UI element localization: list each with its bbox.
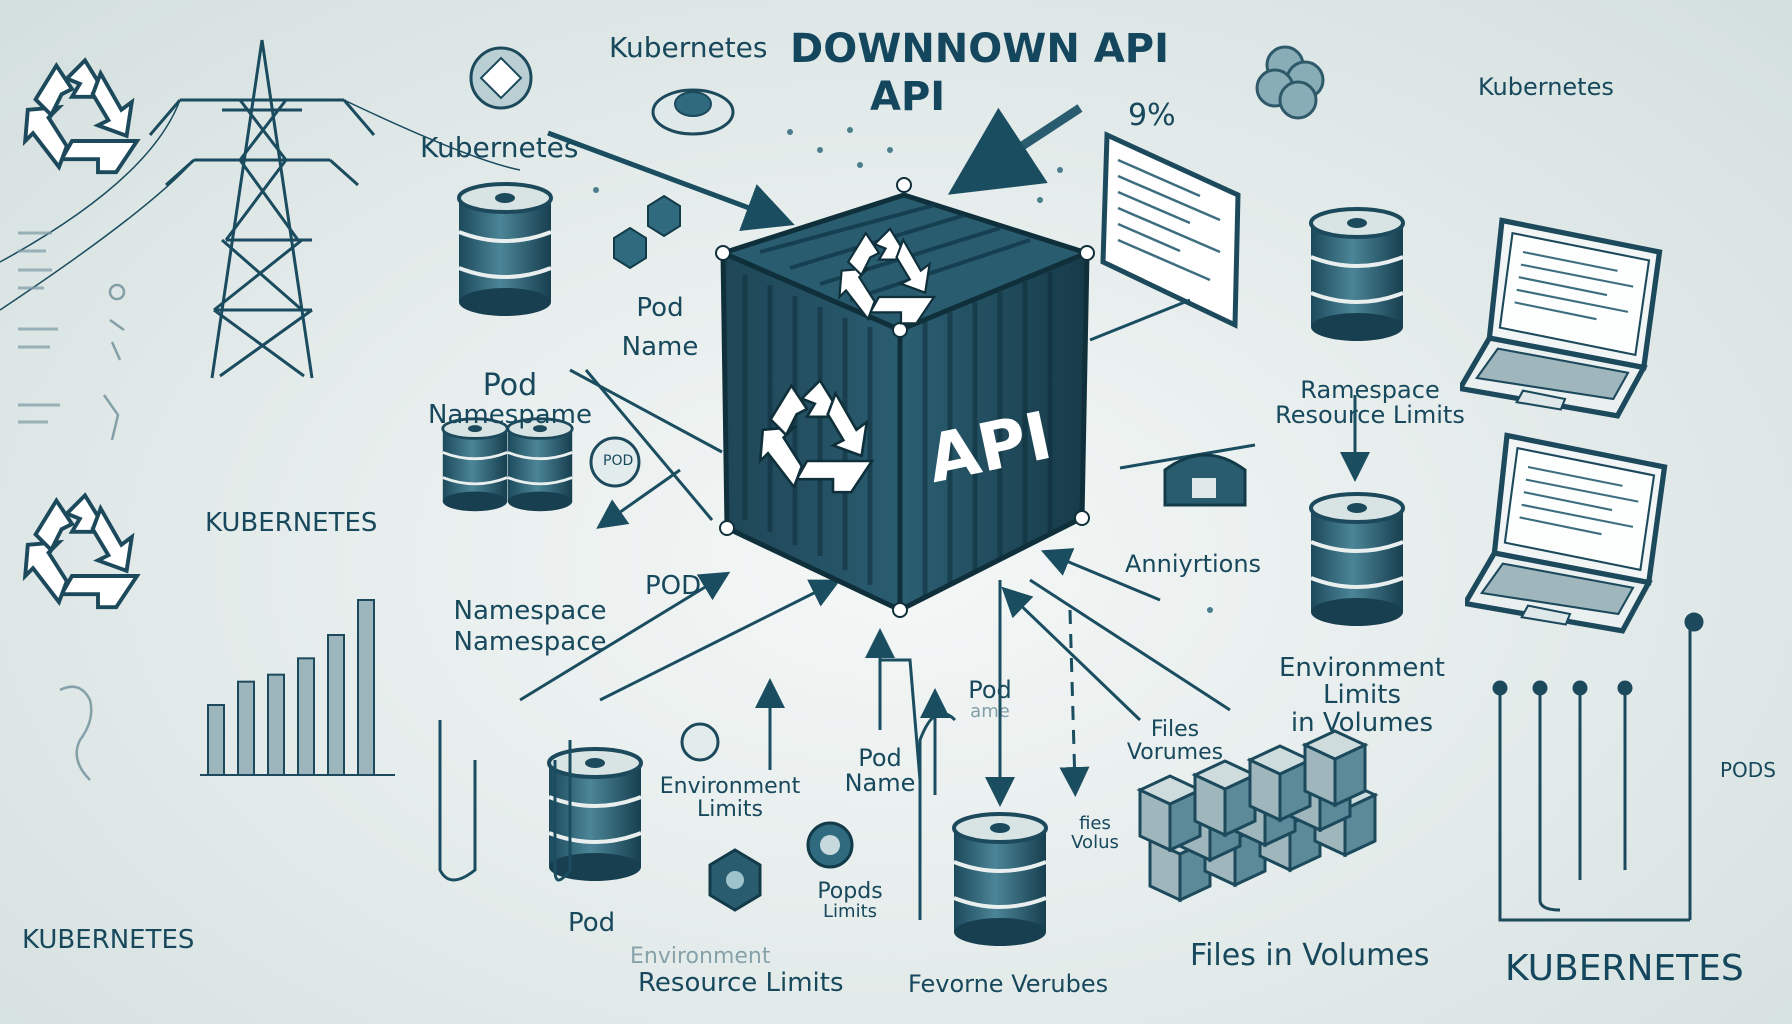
recycle-icon-bottom-left [23, 493, 139, 610]
small-figures-left [59, 283, 126, 781]
pod-bottom-label: Pod [568, 908, 616, 938]
title-main: DOWNNOWN API [790, 26, 1169, 72]
pod-database-icon-bottom [547, 747, 643, 883]
pod-circle-badge [589, 436, 641, 488]
ramespace-line2: Resource Limits [1275, 401, 1465, 430]
pod-ame-label: Pod ame [950, 676, 1030, 723]
bar-chart-bar [357, 599, 375, 776]
namespace-line1: Namespace [453, 596, 607, 626]
power-tower-icon [0, 39, 521, 379]
dome-device-icon [1163, 453, 1247, 507]
environment-right-line3: in Volumes [1290, 707, 1434, 738]
percent-label: 9% [1128, 98, 1176, 133]
namespace-database-icon-a [441, 417, 509, 513]
namespace-database-icon-b [506, 417, 574, 513]
pods-right-label: PODS [1720, 758, 1776, 782]
environment-mid-line2: Limits [697, 797, 763, 823]
fies-volus-line1: fies [1079, 813, 1111, 834]
pod-name-line1: Pod [636, 293, 684, 323]
api-container-cube: API [715, 177, 1095, 618]
pod-name-bottom-line2: Name [844, 769, 916, 798]
pod-name-bottom-line1: Pod [858, 744, 902, 772]
kubernetes-label-mid-left: KUBERNETES [205, 508, 378, 538]
pod-badge-text: POD [603, 453, 634, 469]
cluster-knot-icon [1255, 45, 1325, 120]
kubernetes-label-bottom-left: KUBERNETES [22, 925, 195, 955]
title-sub: API [870, 74, 946, 120]
pods-limits-label: Popds Limits [795, 880, 905, 922]
faded-notes-left [18, 231, 60, 424]
pods-limits-line1: Popds [817, 879, 883, 904]
pod-round-badge-icon [680, 722, 720, 762]
environment-right-label: Environment Limits in Volumes [1262, 653, 1462, 738]
fies-volus-line2: Volus [1071, 831, 1119, 853]
center-database-icon-bottom [952, 812, 1048, 948]
pod-name-label: Pod Name [600, 293, 720, 363]
pod-namespace-line2: Namespame [427, 399, 592, 430]
environment-mid-line1: Environment [659, 774, 801, 799]
pod-namespace-label: Pod Namespame [420, 370, 600, 429]
bar-chart-bar [297, 657, 315, 776]
files-volumes-line2: Vorumes [1126, 740, 1224, 766]
volume-blocks-icon [1136, 729, 1379, 903]
files-volumes-line1: Files [1150, 717, 1200, 742]
ramespace-label: Ramespace Resource Limits [1255, 376, 1485, 430]
bar-chart-icon [200, 599, 395, 777]
namespace-line2: Namespace [453, 627, 607, 658]
kubernetes-label-bottom-right: KUBERNETES [1505, 948, 1744, 989]
pod-namespace-line1: Pod [482, 368, 538, 403]
volume-block-top [1301, 729, 1369, 761]
kubernetes-wheel-icon [469, 46, 533, 110]
round-badge-icon [806, 821, 854, 869]
environment-database-icon [1309, 492, 1405, 628]
ramespace-database-icon [1309, 207, 1405, 343]
shield-badge-icon [708, 848, 762, 912]
laptop-icon-top [1460, 221, 1660, 416]
connector-arrows [438, 104, 1370, 920]
pods-arrow-tree-icon [1492, 612, 1704, 922]
environment-right-line2: Limits [1323, 680, 1401, 711]
hexagon-badges-icon [613, 194, 681, 270]
recycle-icon-top-left [23, 58, 139, 175]
pod-ame-line2: ame [970, 701, 1010, 723]
fevorne-verubes-label: Fevorne Verubes [908, 970, 1109, 998]
files-in-volumes-label: Files in Volumes [1190, 938, 1430, 973]
bar-chart-bar [327, 634, 345, 776]
namespace-label: Namespace Namespace [430, 596, 630, 658]
document-panel-icon [1100, 131, 1241, 329]
files-volumes-label: Files Vorumes [1110, 718, 1240, 764]
environment-mid-label: Environment Limits [650, 775, 810, 821]
pod-namespace-database-icon [457, 182, 553, 318]
ramespace-line1: Ramespace [1300, 376, 1440, 404]
bar-chart-bar [267, 673, 285, 777]
resource-limits-label: Resource Limits [638, 968, 844, 998]
environment-faded-label: Environment [630, 944, 771, 969]
pod-ame-line1: Pod [968, 676, 1012, 704]
fies-volus-label: fies Volus [1050, 813, 1140, 853]
pod-caps-label: POD [645, 571, 702, 601]
environment-right-line1: Environment [1278, 653, 1446, 683]
small-dots [593, 127, 1213, 613]
pod-name-bottom-label: Pod Name [835, 744, 925, 798]
pod-name-line2: Name [621, 332, 699, 363]
button-badge-icon [651, 88, 735, 136]
kubernetes-label-top-left: Kubernetes [420, 131, 579, 164]
pods-limits-line2: Limits [823, 901, 877, 923]
bar-chart-bar [207, 704, 225, 776]
bar-chart-bar [237, 680, 255, 777]
anniyrtions-label: Anniyrtions [1125, 550, 1262, 578]
laptop-icon-bottom [1465, 436, 1665, 631]
kubernetes-label-top-right: Kubernetes [1478, 73, 1614, 101]
title-small: Kubernetes [609, 31, 768, 64]
